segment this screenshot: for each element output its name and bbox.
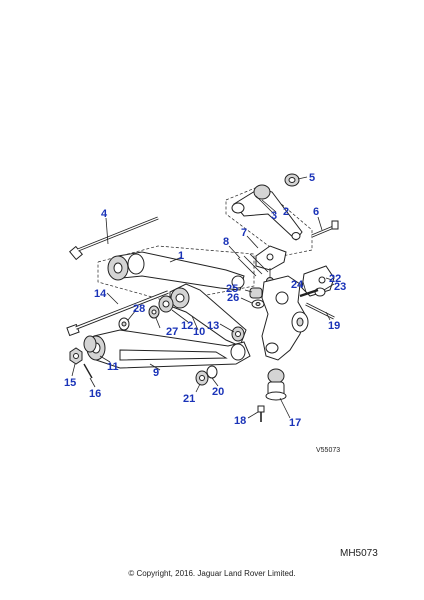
- callout-19: 19: [328, 320, 340, 332]
- part-5-bush: [284, 173, 300, 187]
- part-9-lower-wishbone: [86, 329, 251, 369]
- callout-27: 27: [166, 326, 178, 338]
- callout-23: 23: [334, 281, 346, 293]
- leader-lines: [71, 176, 335, 419]
- callout-24: 24: [291, 279, 304, 291]
- part-24-bolt: [299, 288, 319, 298]
- part-12-bush: [158, 295, 174, 313]
- part-19-bolt: [305, 302, 335, 320]
- part-2-top-link: [231, 184, 303, 241]
- part-17-ball-joint: [265, 368, 287, 401]
- part-10-lower-link: [169, 283, 247, 347]
- hub-carrier: [261, 275, 309, 361]
- part-26-washer: [251, 299, 265, 309]
- callout-11: 11: [107, 361, 119, 373]
- callout-26: 26: [227, 292, 239, 304]
- callout-21: 21: [183, 393, 195, 405]
- callout-5: 5: [309, 172, 315, 184]
- callout-labels: 1 2 3 4 5 6 7 8 9 10 11 12 13 14 15 16 1…: [64, 172, 346, 429]
- part-27-bush: [148, 305, 160, 319]
- callout-8: 8: [223, 236, 229, 248]
- part-28-washer: [118, 317, 130, 331]
- part-1-upper-arm: [107, 251, 245, 291]
- part-23-washer: [314, 287, 326, 297]
- callout-4: 4: [101, 208, 108, 220]
- callout-13: 13: [207, 320, 219, 332]
- part-16-split-pin: [83, 363, 93, 379]
- callout-16: 16: [89, 388, 101, 400]
- part-15-nut: [69, 347, 83, 365]
- part-8-studs: [237, 253, 269, 277]
- callout-1: 1: [178, 250, 184, 262]
- callout-12: 12: [181, 320, 193, 332]
- callout-17: 17: [289, 417, 301, 429]
- callout-22: 22: [329, 273, 341, 285]
- part-21-bush: [195, 370, 209, 386]
- callout-9: 9: [153, 367, 159, 379]
- part-20-washer: [206, 365, 218, 379]
- callout-3: 3: [271, 210, 277, 222]
- copyright-notice: © Copyright, 2016. Jaguar Land Rover Lim…: [128, 569, 296, 578]
- part-18-screw: [257, 405, 265, 422]
- callout-7: 7: [241, 227, 247, 239]
- callout-15: 15: [64, 377, 76, 389]
- part-13-bush: [231, 326, 245, 342]
- upper-arm-group-outline: [97, 245, 255, 303]
- part-11-bush: [83, 335, 97, 353]
- callout-10: 10: [193, 326, 205, 338]
- callout-20: 20: [212, 386, 224, 398]
- callout-14: 14: [94, 288, 107, 300]
- drawing-id: MH5073: [340, 548, 378, 559]
- callout-28: 28: [133, 303, 145, 315]
- callout-2: 2: [283, 206, 289, 218]
- diagram-reference-code: V55073: [316, 447, 340, 454]
- part-4-long-bolt: [69, 216, 159, 261]
- callout-18: 18: [234, 415, 246, 427]
- callout-6: 6: [313, 206, 319, 218]
- part-25-bush: [249, 287, 263, 299]
- part-14-long-bolt: [66, 290, 169, 337]
- part-6-bolt: [311, 220, 339, 238]
- callout-25: 25: [226, 283, 238, 295]
